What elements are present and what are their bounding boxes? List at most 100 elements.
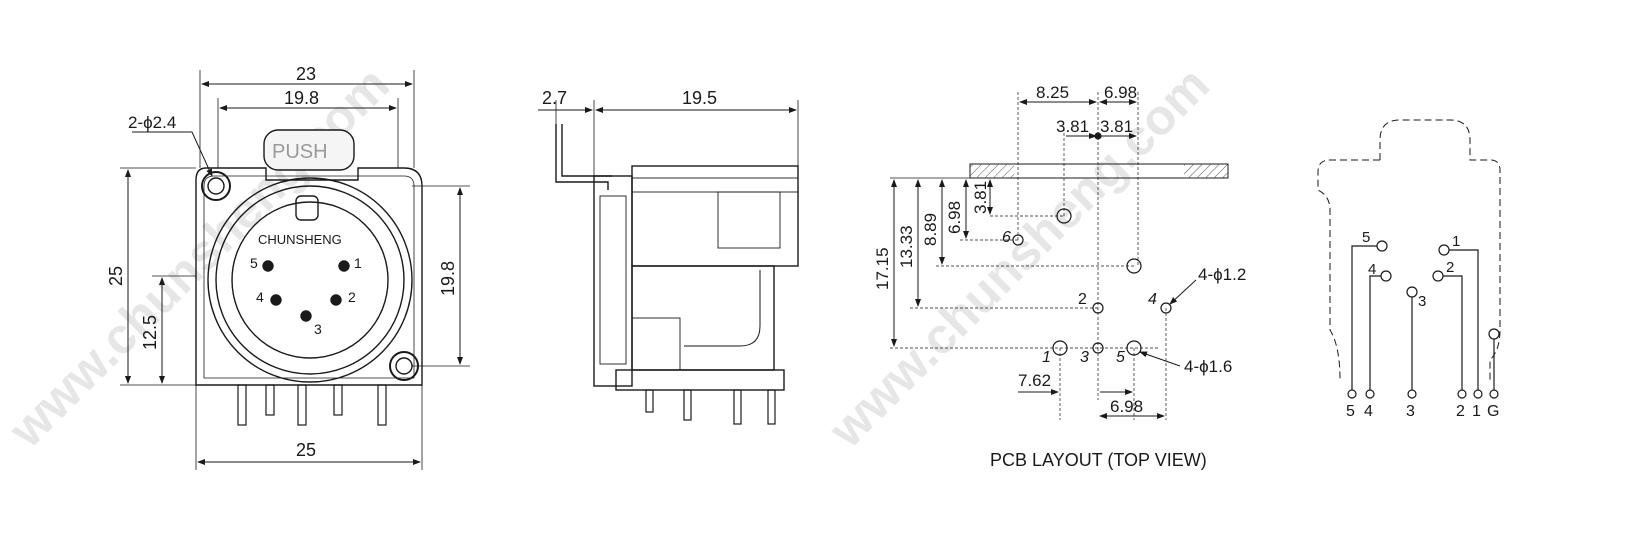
schematic-labels: 5 4 3 2 1 5 4 3 2 1 G bbox=[1346, 229, 1499, 420]
push-button bbox=[263, 129, 355, 171]
callout-large: 4-ϕ1.6 bbox=[1184, 357, 1232, 376]
pcb-pin-5: 5 bbox=[1116, 349, 1125, 366]
dim-flange: 2.7 bbox=[542, 88, 567, 108]
side-flange bbox=[555, 124, 609, 190]
pcb-hole-6 bbox=[1012, 234, 1024, 246]
schematic-contact-label-3: 3 bbox=[1418, 293, 1426, 310]
side-lower-step bbox=[631, 317, 681, 371]
dim-depth: 19.5 bbox=[682, 88, 717, 108]
hole-callout: 2-ϕ2.4 bbox=[128, 113, 176, 132]
front-inner-outline bbox=[203, 175, 415, 379]
wire-4 bbox=[1369, 275, 1381, 390]
dim-v-1715: 17.15 bbox=[873, 247, 892, 290]
pin-label-3: 3 bbox=[314, 321, 322, 337]
dim-mid-left: 3.81 bbox=[1056, 117, 1089, 136]
dim-v-381: 3.81 bbox=[971, 181, 990, 214]
leader-large bbox=[1139, 351, 1181, 367]
contact-2 bbox=[330, 294, 342, 306]
pcb-pin-2: 2 bbox=[1078, 291, 1087, 308]
front-view bbox=[120, 70, 470, 470]
schematic-terminal-1: 1 bbox=[1472, 403, 1481, 420]
front-inner-ring bbox=[231, 201, 389, 359]
dim-mid-right: 3.81 bbox=[1100, 117, 1133, 136]
schematic-terminal-2: 2 bbox=[1456, 403, 1465, 420]
side-base bbox=[615, 369, 785, 391]
dim-bottom-width: 25 bbox=[296, 440, 316, 460]
mount-hole-bottom-right-inner bbox=[395, 357, 413, 375]
schematic-terminal-3: 3 bbox=[1406, 403, 1415, 420]
mount-hole-top-left-inner bbox=[207, 177, 225, 195]
dim-top-left: 8.25 bbox=[1036, 83, 1069, 102]
front-pcb-legs bbox=[237, 384, 387, 426]
pcb-hole-right bbox=[1126, 258, 1142, 274]
front-outer-ring bbox=[207, 177, 413, 383]
schematic-contact-label-1: 1 bbox=[1452, 233, 1460, 250]
side-flange-inner bbox=[561, 124, 612, 177]
contact-1 bbox=[338, 260, 350, 272]
schematic-view bbox=[1317, 119, 1501, 399]
pcb-hole-2 bbox=[1092, 302, 1104, 314]
pcb-layout-labels: 8.25 6.98 3.81 3.81 17.15 13.33 8.89 6.9… bbox=[873, 83, 1246, 470]
pcb-layout bbox=[890, 92, 1229, 420]
dim-bottom-left: 7.62 bbox=[1018, 371, 1051, 390]
side-front-ring bbox=[599, 195, 627, 365]
side-body bbox=[631, 165, 799, 267]
pcb-pin-4: 4 bbox=[1148, 291, 1157, 308]
schematic-contact-3 bbox=[1406, 286, 1418, 298]
front-view-labels: 23 19.8 2-ϕ2.4 PUSH CHUNSHENG 1 2 3 4 5 … bbox=[106, 64, 458, 460]
schematic-terminal-g: G bbox=[1487, 403, 1499, 420]
pin-label-5: 5 bbox=[250, 255, 258, 271]
schematic-contact-2 bbox=[1432, 270, 1444, 282]
side-contact-curve bbox=[684, 270, 761, 347]
schematic-contact-g bbox=[1488, 328, 1500, 340]
brand-label: CHUNSHENG bbox=[258, 232, 342, 247]
dim-left-lower: 12.5 bbox=[140, 315, 160, 350]
pcb-hole-top bbox=[1056, 208, 1072, 224]
front-mid-ring bbox=[215, 185, 405, 375]
wire-2 bbox=[1443, 275, 1463, 390]
contact-5 bbox=[262, 260, 274, 272]
dim-left-height: 25 bbox=[106, 266, 126, 286]
dim-v-1333: 13.33 bbox=[897, 225, 916, 268]
latch-key bbox=[295, 195, 319, 221]
schematic-contact-label-5: 5 bbox=[1362, 229, 1370, 246]
dim-top-inner: 19.8 bbox=[284, 88, 319, 108]
hole-leader bbox=[132, 131, 213, 177]
schematic-contact-label-2: 2 bbox=[1446, 259, 1454, 276]
contact-4 bbox=[270, 294, 282, 306]
dim-bottom-right: 6.98 bbox=[1110, 397, 1143, 416]
pcb-layout-title: PCB LAYOUT (TOP VIEW) bbox=[990, 450, 1207, 470]
wire-5 bbox=[1351, 245, 1377, 390]
dim-top-overall: 23 bbox=[296, 64, 316, 84]
schematic-contact-5 bbox=[1376, 240, 1388, 252]
watermark: www.chunsheng.com www.chunsheng.com bbox=[0, 56, 1220, 458]
leader-small bbox=[1169, 279, 1197, 305]
dim-right-height: 19.8 bbox=[438, 261, 458, 296]
side-view bbox=[538, 100, 799, 425]
pcb-pin-3: 3 bbox=[1080, 349, 1089, 366]
callout-small: 4-ϕ1.2 bbox=[1198, 265, 1246, 284]
schematic-contact-label-4: 4 bbox=[1368, 261, 1376, 278]
side-latch bbox=[717, 191, 781, 249]
push-label: PUSH bbox=[272, 141, 328, 163]
pin-label-2: 2 bbox=[348, 289, 356, 305]
schematic-terminal-4: 4 bbox=[1364, 403, 1373, 420]
dim-top-right: 6.98 bbox=[1104, 83, 1137, 102]
side-body-top bbox=[631, 177, 799, 193]
side-view-labels: 2.7 19.5 bbox=[542, 88, 717, 108]
pcb-pin-6: 6 bbox=[1002, 229, 1011, 246]
wire-1 bbox=[1449, 249, 1479, 390]
schematic-contact-1 bbox=[1438, 244, 1450, 256]
side-pcb-legs bbox=[645, 389, 776, 425]
mount-hole-top-left bbox=[201, 171, 231, 201]
dim-v-889: 8.89 bbox=[921, 213, 940, 246]
schematic-contact-4 bbox=[1380, 270, 1392, 282]
schematic-terminal-5: 5 bbox=[1346, 403, 1355, 420]
contact-3 bbox=[300, 310, 312, 322]
pcb-pin-1: 1 bbox=[1042, 349, 1051, 366]
schematic-outline bbox=[1317, 119, 1501, 381]
pin-label-1: 1 bbox=[354, 255, 362, 271]
pin-label-4: 4 bbox=[256, 289, 264, 305]
dim-v-698: 6.98 bbox=[945, 201, 964, 234]
